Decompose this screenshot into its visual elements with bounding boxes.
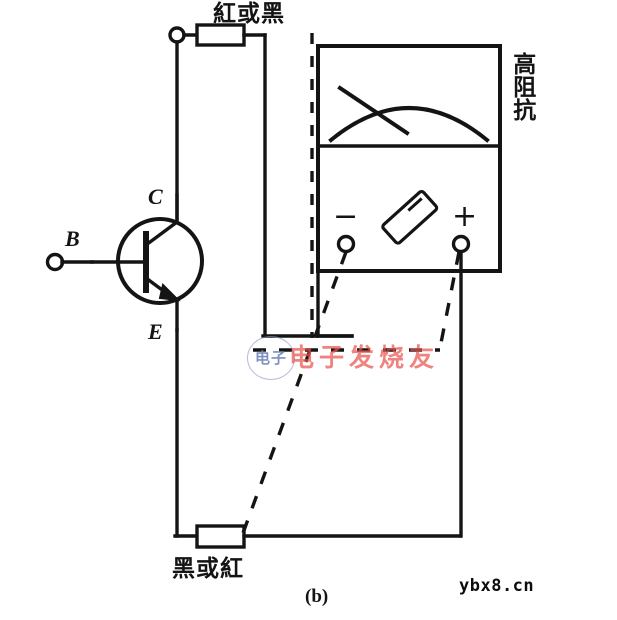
meter-needle [337,85,410,136]
meter-scale-arc [328,106,490,143]
binding-post-base [45,252,65,272]
test-lead-dashed-negative [241,251,348,534]
meter-range-knob [381,189,439,245]
resistor-top [195,23,246,47]
label-high-impedance: 高阻抗 [508,52,535,121]
binding-post-top-left [168,26,186,44]
transistor-emitter-arrow [158,283,181,302]
test-lead-dashed-positive [438,251,461,349]
label-base: B [65,226,80,251]
label-top-lead: 紅或黑 [213,1,285,27]
label-emitter: E [148,319,163,344]
meter-jack-negative [336,234,356,254]
transistor-collector-lead [143,219,180,248]
label-terminal-positive: + [452,199,478,234]
label-terminal-negative: − [333,199,359,234]
label-collector: C [148,184,163,209]
meter-jack-positive [451,234,471,254]
site-watermark: ybx8.cn [459,576,535,596]
label-bottom-lead: 黑或紅 [172,556,244,582]
resistor-bottom [195,524,246,549]
figure-caption: (b) [305,586,329,607]
